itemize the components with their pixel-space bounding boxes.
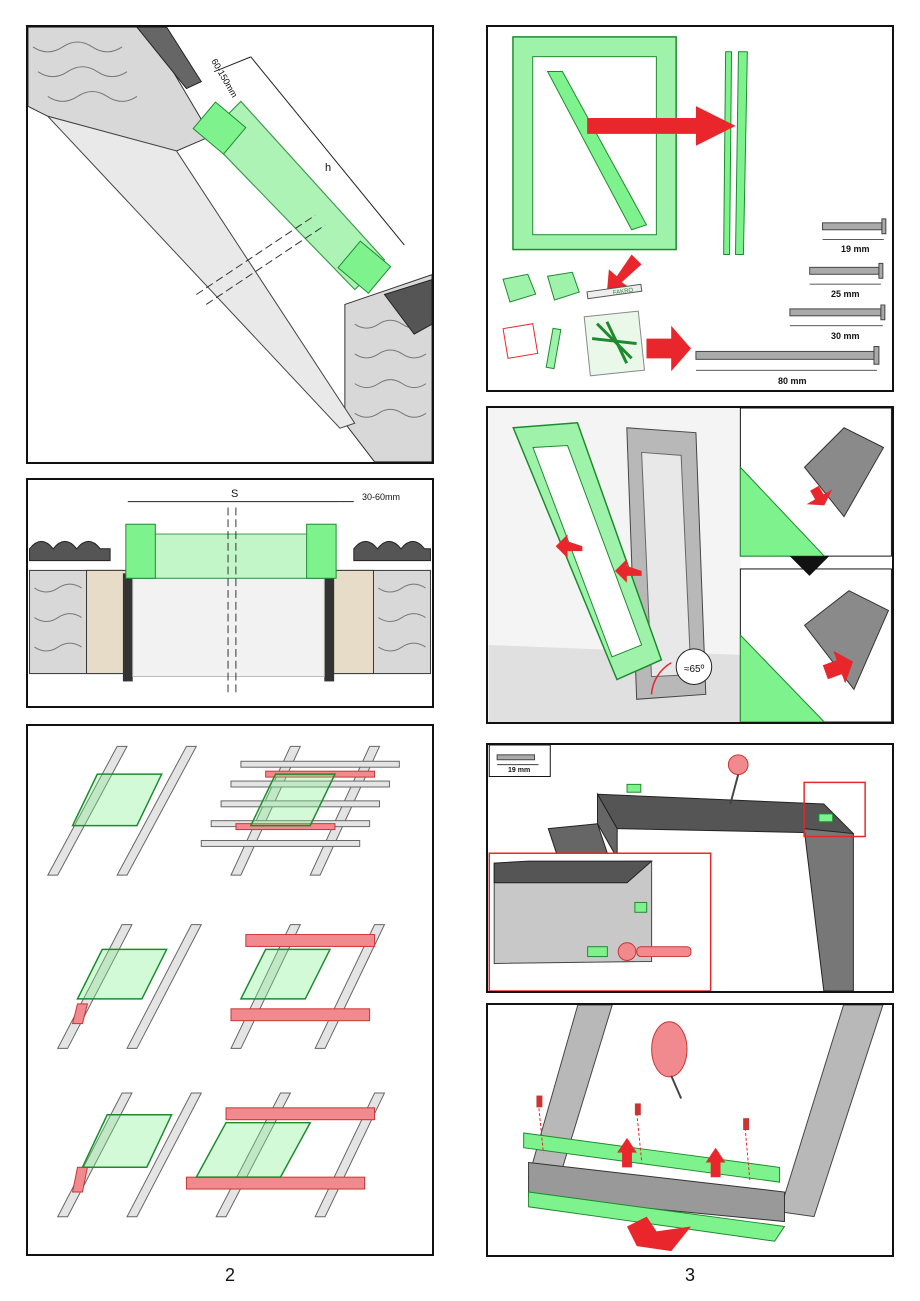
dim-h: h: [325, 162, 332, 174]
frame-assembly-panel: [486, 1003, 894, 1257]
framing-variants-panel: [26, 724, 434, 1256]
page-number-right: 3: [685, 1265, 696, 1285]
cross-section-panel: S 30-60mm: [26, 478, 434, 708]
parts-list-drawing: [502, 36, 887, 377]
screw-30-label: 30 mm: [831, 331, 860, 341]
tilt-installation-drawing: [488, 408, 892, 722]
frame-assembly-drawing: [523, 1005, 884, 1252]
page-number-left: 2: [225, 1265, 236, 1285]
screw-19-label: 19 mm: [841, 244, 870, 254]
framing-variants-drawing: [46, 745, 400, 1218]
screw-80-label: 80 mm: [778, 376, 807, 386]
bracket-screwing-panel: 19 mm: [486, 743, 894, 993]
tilt-installation-panel: ≈65º: [486, 406, 894, 724]
dim-s: S: [231, 488, 239, 500]
bracket-screwing-drawing: [488, 745, 866, 991]
tilt-angle-label: ≈65º: [684, 664, 705, 675]
roof-section-drawing: [28, 27, 432, 462]
roof-section-panel: 60-150mm h: [26, 25, 434, 464]
callout-19-label: 19 mm: [508, 767, 531, 774]
cross-section-drawing: [29, 501, 431, 697]
dim-30-60: 30-60mm: [362, 492, 401, 502]
parts-list-panel: 19 mm 25 mm 30 mm 80 mm FAKRO: [486, 25, 894, 392]
screw-25-label: 25 mm: [831, 289, 860, 299]
